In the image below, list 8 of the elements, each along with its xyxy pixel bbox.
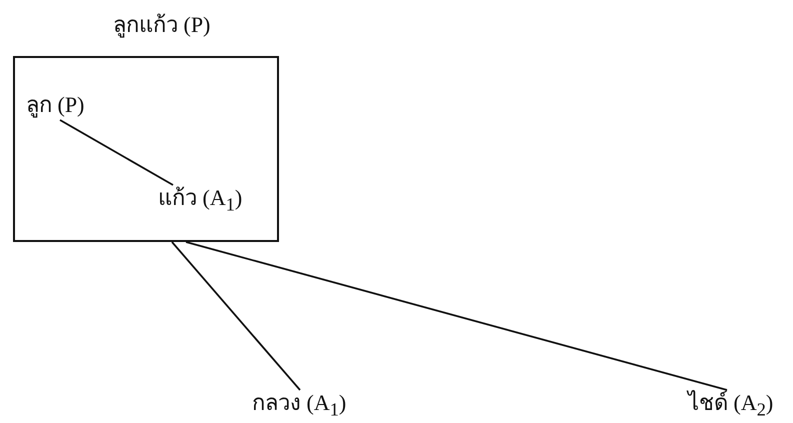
- connector-line: [60, 119, 174, 186]
- term-label: ไชด์ (A$_{2}$): [688, 390, 774, 422]
- frame-heading: ลูกแก้ว (P): [113, 12, 210, 38]
- term-label: กลวง (A$_{1}$): [252, 390, 346, 422]
- term-label: แก้ว (A$_{1}$): [158, 185, 242, 216]
- connector-line: [186, 241, 728, 391]
- connector-line: [171, 241, 301, 391]
- term-label: ลูก (P): [26, 92, 84, 118]
